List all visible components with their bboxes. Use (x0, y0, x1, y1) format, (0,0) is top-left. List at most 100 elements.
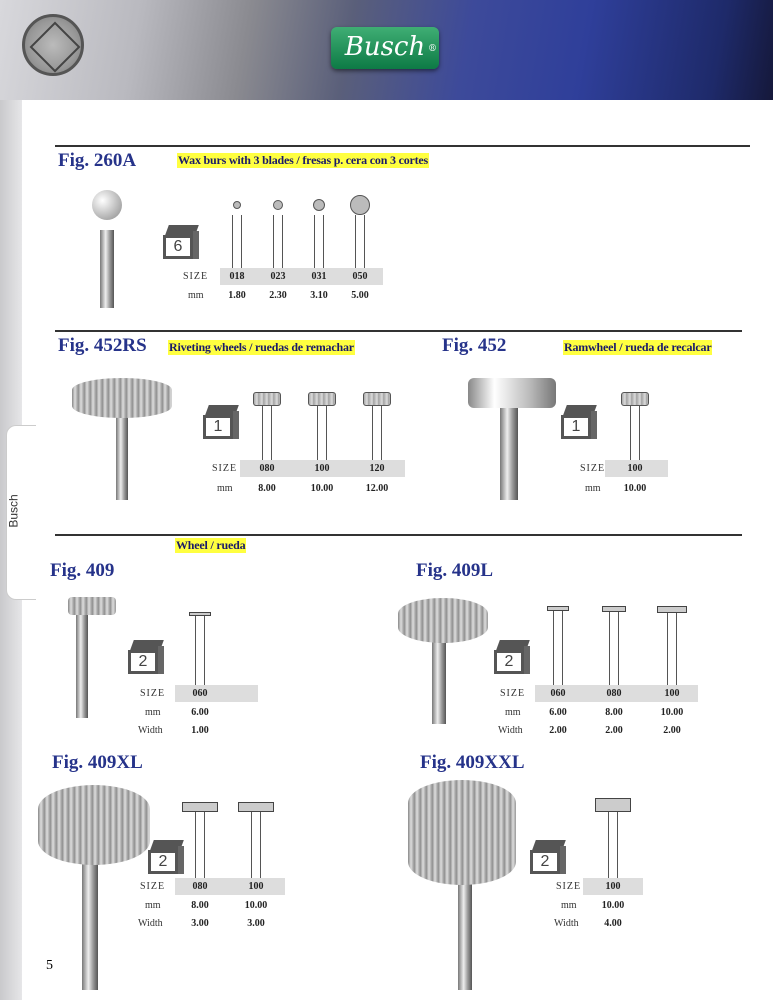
wheel-head (398, 598, 488, 643)
box-side (178, 846, 184, 874)
box-side (193, 231, 199, 259)
fig-title-452rs: Fig. 452RS (58, 335, 147, 356)
bur-head-drawing (313, 199, 325, 211)
size-value: 060 (192, 688, 208, 699)
box-side (158, 646, 164, 674)
mm-value: 8.00 (258, 483, 276, 494)
size-value: 060 (550, 688, 566, 699)
divider (55, 534, 742, 536)
package-box-icon: 2 (494, 640, 530, 674)
size-bar (175, 685, 258, 702)
wheel-shank-drawing (317, 406, 327, 460)
package-box-icon: 2 (128, 640, 164, 674)
size-label: SIZE (140, 688, 166, 699)
mm-value: 10.00 (660, 707, 684, 718)
size-bar (175, 878, 285, 895)
fig-title-409: Fig. 409 (50, 560, 115, 581)
size-value: 080 (606, 688, 622, 699)
size-value: 080 (192, 881, 208, 892)
mm-value: 3.10 (310, 290, 328, 301)
page-number: 5 (46, 958, 53, 973)
package-box-icon: 6 (163, 225, 199, 259)
product-image-409l (432, 640, 446, 724)
registered-mark: ® (428, 44, 437, 54)
fig-title-409l: Fig. 409L (416, 560, 494, 581)
mm-value: 5.00 (351, 290, 369, 301)
disc-shank-drawing (251, 812, 261, 878)
size-value: 100 (248, 881, 264, 892)
box-side (524, 646, 530, 674)
wheel-head (72, 378, 172, 418)
wheel-head-drawing (253, 392, 281, 406)
size-value: 100 (664, 688, 680, 699)
package-quantity: 2 (148, 850, 178, 874)
disc-drawing (547, 606, 569, 611)
disc-shank-drawing (195, 616, 205, 685)
box-side (233, 411, 239, 439)
mm-value: 10.00 (310, 483, 334, 494)
size-value: 100 (627, 463, 643, 474)
disc-shank-drawing (667, 613, 677, 685)
size-label: SIZE (580, 463, 606, 474)
size-bar (535, 685, 698, 702)
size-value: 031 (311, 271, 327, 282)
disc-drawing (238, 802, 274, 812)
bur-shank-drawing (314, 215, 324, 268)
box-side (591, 411, 597, 439)
size-value: 080 (259, 463, 275, 474)
bur-head-drawing (273, 200, 283, 210)
divider (55, 330, 742, 332)
fig-title-409xl: Fig. 409XL (52, 752, 143, 773)
package-quantity: 6 (163, 235, 193, 259)
size-label: SIZE (183, 271, 209, 282)
width-value: 2.00 (549, 725, 567, 736)
wheel-head (408, 780, 516, 885)
mm-value: 6.00 (549, 707, 567, 718)
bur-head-drawing (233, 201, 241, 209)
disc-shank-drawing (608, 812, 618, 878)
bur-shank-drawing (355, 215, 365, 268)
mm-value: 1.80 (228, 290, 246, 301)
size-bar (605, 460, 668, 477)
disc-drawing (189, 612, 211, 616)
wheel-head-drawing (308, 392, 336, 406)
width-label: Width (138, 725, 163, 736)
size-value: 018 (229, 271, 245, 282)
package-box-icon: 2 (530, 840, 566, 874)
seal-logo (22, 14, 84, 76)
size-value: 100 (605, 881, 621, 892)
size-value: 023 (270, 271, 286, 282)
fig-title-452: Fig. 452 (442, 335, 507, 356)
product-image-452 (500, 405, 518, 500)
wheel-head (38, 785, 150, 865)
disc-shank-drawing (195, 812, 205, 878)
group-description: Wheel / rueda (175, 538, 247, 553)
mm-label: mm (505, 707, 521, 718)
wheel-shank-drawing (262, 406, 272, 460)
bur-shank-drawing (232, 215, 242, 268)
size-label: SIZE (556, 881, 582, 892)
size-value: 100 (314, 463, 330, 474)
size-label: SIZE (500, 688, 526, 699)
wheel-shank-drawing (372, 406, 382, 460)
mm-value: 8.00 (191, 900, 209, 911)
width-label: Width (554, 918, 579, 929)
product-image-260a (100, 230, 114, 308)
bur-head (92, 190, 122, 220)
size-value: 120 (369, 463, 385, 474)
width-label: Width (138, 918, 163, 929)
fig-description: Ramwheel / rueda de recalcar (563, 340, 713, 355)
package-box-icon: 1 (203, 405, 239, 439)
disc-drawing (182, 802, 218, 812)
mm-label: mm (188, 290, 204, 301)
mm-value: 10.00 (601, 900, 625, 911)
size-label: SIZE (212, 463, 238, 474)
fig-title-409xxl: Fig. 409XXL (420, 752, 525, 773)
fig-description: Riveting wheels / ruedas de remachar (168, 340, 355, 355)
package-quantity: 2 (128, 650, 158, 674)
side-tab: Busch (6, 425, 36, 600)
disc-drawing (657, 606, 687, 613)
product-image-409 (76, 612, 88, 718)
mm-label: mm (561, 900, 577, 911)
mm-value: 2.30 (269, 290, 287, 301)
